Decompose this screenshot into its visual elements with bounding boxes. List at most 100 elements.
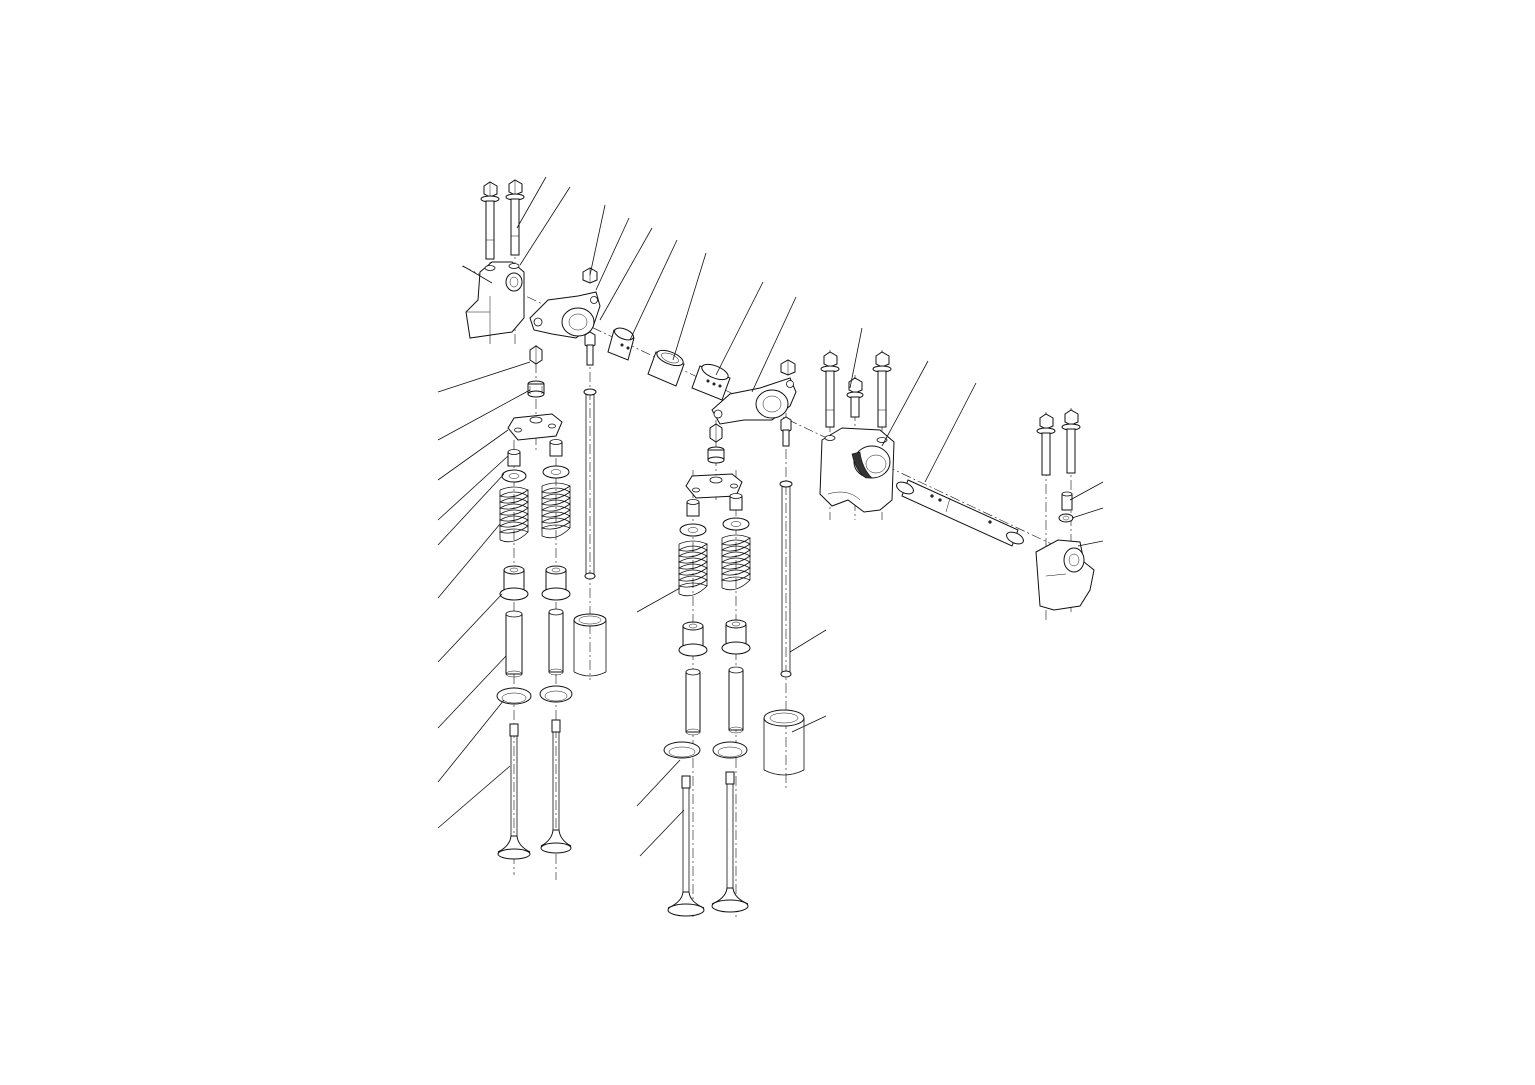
flange-bolt-icon xyxy=(1036,413,1056,476)
retainer-icon xyxy=(722,517,750,531)
leader-line xyxy=(849,327,863,389)
seat-ring-icon xyxy=(712,741,748,759)
valve-icon xyxy=(497,723,531,860)
leader-line xyxy=(437,473,505,546)
leader-line xyxy=(516,176,547,229)
leader-line xyxy=(789,629,827,653)
dowel-pin-icon xyxy=(1061,491,1073,511)
nut-icon xyxy=(780,359,796,376)
leader-line xyxy=(1069,481,1104,501)
leader-line xyxy=(437,429,509,481)
stem-seal-icon xyxy=(541,565,571,601)
leader-line xyxy=(1077,540,1104,547)
rocker-support-icon xyxy=(1035,539,1095,611)
shaft-icon xyxy=(896,479,1024,547)
rocker-arm-icon xyxy=(529,291,601,339)
tappet-icon xyxy=(709,423,723,443)
leader-line xyxy=(881,360,929,447)
leader-line xyxy=(437,389,531,441)
leader-line xyxy=(437,593,503,663)
leader-line xyxy=(636,587,681,613)
spring-icon xyxy=(677,540,708,597)
spring-icon xyxy=(540,482,571,539)
flange-bolt-icon xyxy=(1061,409,1081,474)
leader-line xyxy=(672,252,707,361)
leader-line xyxy=(437,655,507,729)
seat-ring-icon xyxy=(663,741,701,759)
valve-guide-icon xyxy=(548,608,564,676)
adjusting-screw-icon xyxy=(584,331,596,366)
seat-ring-icon xyxy=(539,685,573,703)
bushing-icon xyxy=(647,349,685,387)
leader-line xyxy=(924,382,977,483)
rocker-arm-icon xyxy=(711,377,797,425)
flange-bolt-icon xyxy=(480,181,500,260)
stem-seal-icon xyxy=(721,619,751,655)
left-support-bolts xyxy=(480,179,525,260)
leader-line xyxy=(519,186,571,266)
leader-line xyxy=(1071,507,1104,519)
push-rod-icon xyxy=(779,480,793,678)
valve-guide-icon xyxy=(505,610,523,678)
valve-stack-left-b xyxy=(539,439,573,854)
leader-line xyxy=(589,204,606,276)
collet-icon xyxy=(507,449,521,467)
center-support-bolts xyxy=(820,351,892,428)
valve-guide-icon xyxy=(728,666,744,734)
stem-seal-icon xyxy=(678,621,708,657)
flange-bolt-icon xyxy=(846,377,864,418)
leader-lines xyxy=(437,176,1104,857)
leader-line xyxy=(437,523,501,599)
seat-ring-icon xyxy=(496,687,532,705)
flange-bolt-icon xyxy=(505,179,525,256)
adjusting-screw-icon xyxy=(780,416,792,447)
flange-bolt-icon xyxy=(872,351,892,428)
sleeve-icon xyxy=(691,363,731,401)
leader-line xyxy=(751,296,797,393)
valve-icon xyxy=(711,771,749,913)
valve-stack-left-a xyxy=(496,449,532,860)
leader-line xyxy=(636,759,681,807)
nut-icon xyxy=(1058,513,1074,523)
leader-line xyxy=(629,239,678,341)
valve-bridge-icon xyxy=(685,473,743,499)
retainer-icon xyxy=(542,465,570,479)
leader-line xyxy=(791,715,827,733)
tappet-icon xyxy=(529,345,543,365)
retainer-icon xyxy=(501,469,527,483)
collet-icon xyxy=(729,493,743,511)
leader-line xyxy=(715,281,764,376)
push-rod-icon xyxy=(583,388,597,580)
collet-icon xyxy=(707,446,725,464)
collet-icon xyxy=(549,439,563,457)
valve-stack-right-b xyxy=(711,493,751,913)
valve-icon xyxy=(540,719,572,854)
leader-line xyxy=(437,699,505,783)
collet-icon xyxy=(527,380,545,398)
retainer-icon xyxy=(679,523,707,537)
leader-line xyxy=(437,361,531,393)
leader-line xyxy=(599,227,653,321)
rocker-support-icon xyxy=(465,261,525,339)
leader-line xyxy=(462,265,493,284)
tappet-icon xyxy=(573,613,607,677)
collet-icon xyxy=(686,499,700,517)
tappet-icon xyxy=(763,709,805,776)
spring-icon xyxy=(720,534,751,591)
rocker-support-icon xyxy=(819,427,895,513)
spring-icon xyxy=(498,486,529,543)
valve-icon xyxy=(667,775,705,917)
valve-bridge-icon xyxy=(507,413,563,441)
leader-line xyxy=(595,217,630,291)
leader-line xyxy=(437,455,509,521)
flange-bolt-icon xyxy=(820,351,840,428)
leader-line xyxy=(639,809,685,857)
leader-line xyxy=(437,765,511,829)
valve-stack-right-a xyxy=(663,499,708,917)
valve-guide-icon xyxy=(685,668,701,736)
right-support-bolts xyxy=(1036,409,1081,523)
nut-icon xyxy=(582,267,598,284)
stem-seal-icon xyxy=(499,565,529,601)
